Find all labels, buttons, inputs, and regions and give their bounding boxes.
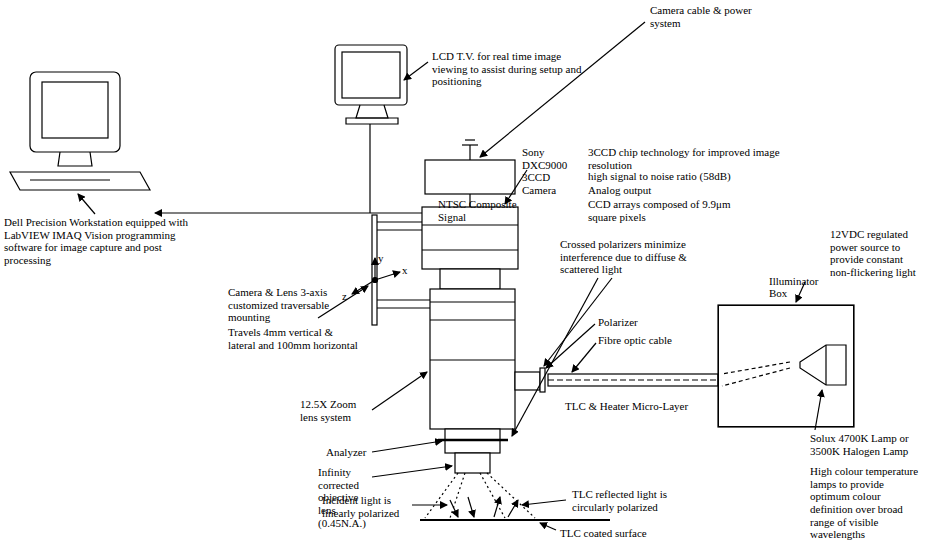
callout-text: Crossed polarizers minimize interference… (560, 238, 720, 276)
part-label: Fibre optic cable (598, 334, 688, 347)
axis-label: y (378, 252, 390, 265)
signal-label: NTSC Composite Signal (438, 198, 538, 223)
lamp-label: Solux 4700K Lamp or 3500K Halogen Lamp (810, 432, 925, 457)
part-label: TLC & Heater Micro-Layer (565, 400, 705, 413)
note-text: TLC reflected light is circularly polari… (572, 488, 702, 513)
note-text: High colour temperature lamps to provide… (810, 465, 925, 541)
part-label: Analyzer (326, 446, 376, 459)
travel-note: Travels 4mm vertical & lateral and 100mm… (228, 326, 363, 351)
spec-note: CCD arrays composed of 9.9μm square pixe… (588, 198, 748, 223)
callout-text: LCD T.V. for real time image viewing to … (432, 50, 597, 88)
computer-label: Dell Precision Workstation equipped with… (4, 216, 189, 267)
axis-label: x (402, 264, 414, 277)
callout-text: Camera cable & power system (650, 4, 760, 29)
box-heading: Illuminator Box (769, 275, 829, 300)
spec-note: Analog output (588, 184, 788, 197)
part-label: TLC coated surface (560, 527, 670, 540)
part-label: Polarizer (598, 316, 678, 329)
camera-label: Sony DXC9000 3CCD Camera (522, 146, 582, 197)
spec-note: 3CCD chip technology for improved image … (588, 146, 788, 171)
part-label: 12.5X Zoom lens system (300, 398, 375, 423)
spec-note: high signal to noise ratio (58dB) (588, 170, 788, 183)
illuminator-box: Illuminator Box (718, 305, 854, 427)
note-text: 12VDC regulated power source to provide … (830, 228, 925, 279)
axis-label: z (342, 290, 354, 303)
note-text: Incident light is linearly polarized (322, 494, 417, 519)
